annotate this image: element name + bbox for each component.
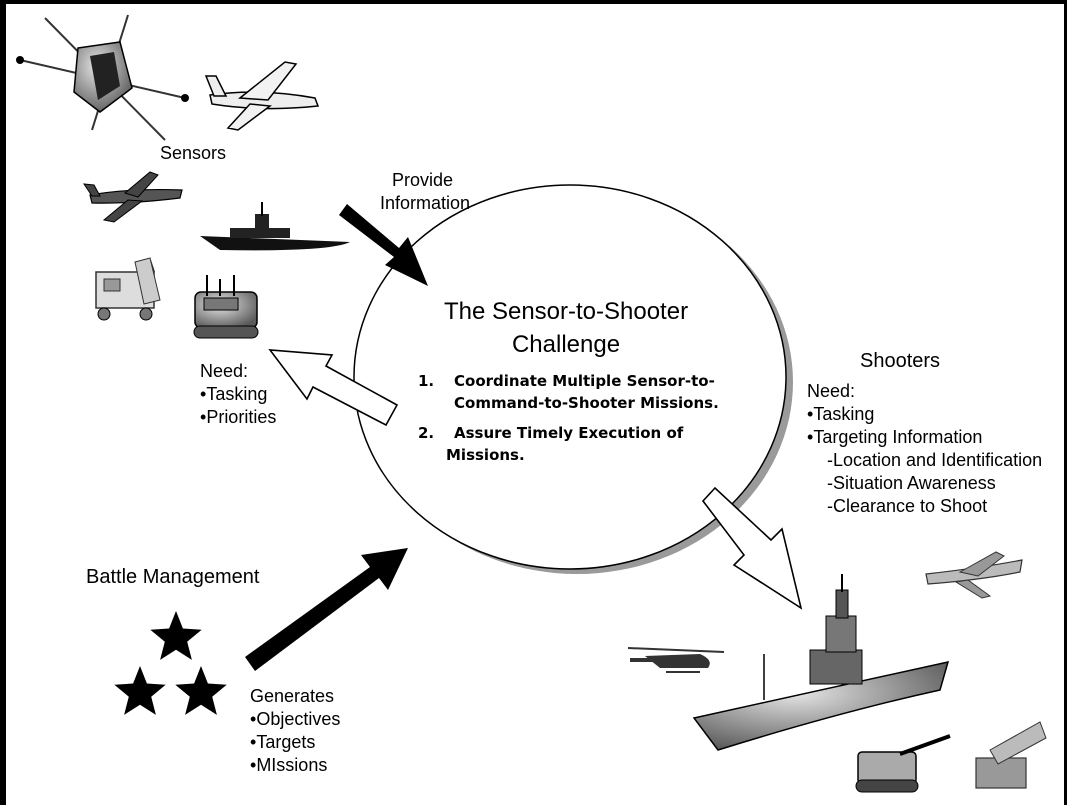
patrol-aircraft-icon [82,171,183,223]
challenge-title-line2: Challenge [511,331,621,358]
battle-management-arrow [245,548,408,671]
tasking-arrow [268,349,399,427]
shooters-need-subitem: -Clearance to Shoot [827,496,988,516]
generates-block: Generates Objectives Targets MIssions [250,685,340,777]
provide-information-line1: Provide [392,170,454,190]
challenge-item-text-cont: Missions. [446,446,525,464]
tracked-sensor-vehicle-icon [193,275,259,339]
radar-trailer-icon [95,257,161,321]
rocket-launcher-icon [975,721,1047,789]
satellite-icon [16,14,189,141]
shooters-need-subitem: -Situation Awareness [827,473,996,493]
battle-management-label: Battle Management [86,566,260,588]
shooters-need-heading: Need: [807,381,856,401]
battle-management-stars [114,611,227,715]
challenge-item-text: Assure Timely Execution of [454,424,684,442]
bomber-aircraft-icon [204,61,320,131]
helicopter-icon [627,647,725,673]
generates-item: MIssions [250,754,340,777]
shooters-need-block: Need: Tasking Targeting Information -Loc… [807,380,1042,518]
provide-information-line2: Information [380,193,471,213]
sensors-label: Sensors [160,143,227,163]
generates-heading: Generates [250,686,335,706]
star-icon [175,666,227,715]
challenge-item-number: 1. [418,372,435,390]
challenge-ellipse [353,184,793,574]
challenge-item-text: Coordinate Multiple Sensor-to- [454,372,715,390]
battleship-icon [692,574,950,751]
sensor-need-heading: Need: [200,361,249,381]
shooter-arrow [701,486,803,610]
provide-information-arrow [339,204,428,286]
star-icon [114,666,166,715]
shooters-need-item: Targeting Information [807,426,1042,449]
generates-item: Objectives [250,708,340,731]
sensor-need-item: Priorities [200,406,276,429]
artillery-icon [855,734,951,793]
sensor-need-block: Need: Tasking Priorities [200,360,276,429]
star-icon [150,611,202,660]
generates-item: Targets [250,731,340,754]
shooters-label: Shooters [860,350,941,372]
challenge-item-1: 1. Coordinate Multiple Sensor-to- Command… [418,370,719,414]
challenge-item-text-cont: Command-to-Shooter Missions. [454,394,719,412]
shooters-need-item: Tasking [807,403,1042,426]
challenge-title-line1: The Sensor-to-Shooter [443,298,689,325]
ship-icon [200,202,350,251]
challenge-item-2: 2. Assure Timely Execution of Missions. [418,422,683,466]
challenge-item-number: 2. [418,424,435,442]
shooters-need-subitem: -Location and Identification [827,450,1043,470]
sensor-need-item: Tasking [200,383,276,406]
fighter-jet-icon [925,551,1023,599]
